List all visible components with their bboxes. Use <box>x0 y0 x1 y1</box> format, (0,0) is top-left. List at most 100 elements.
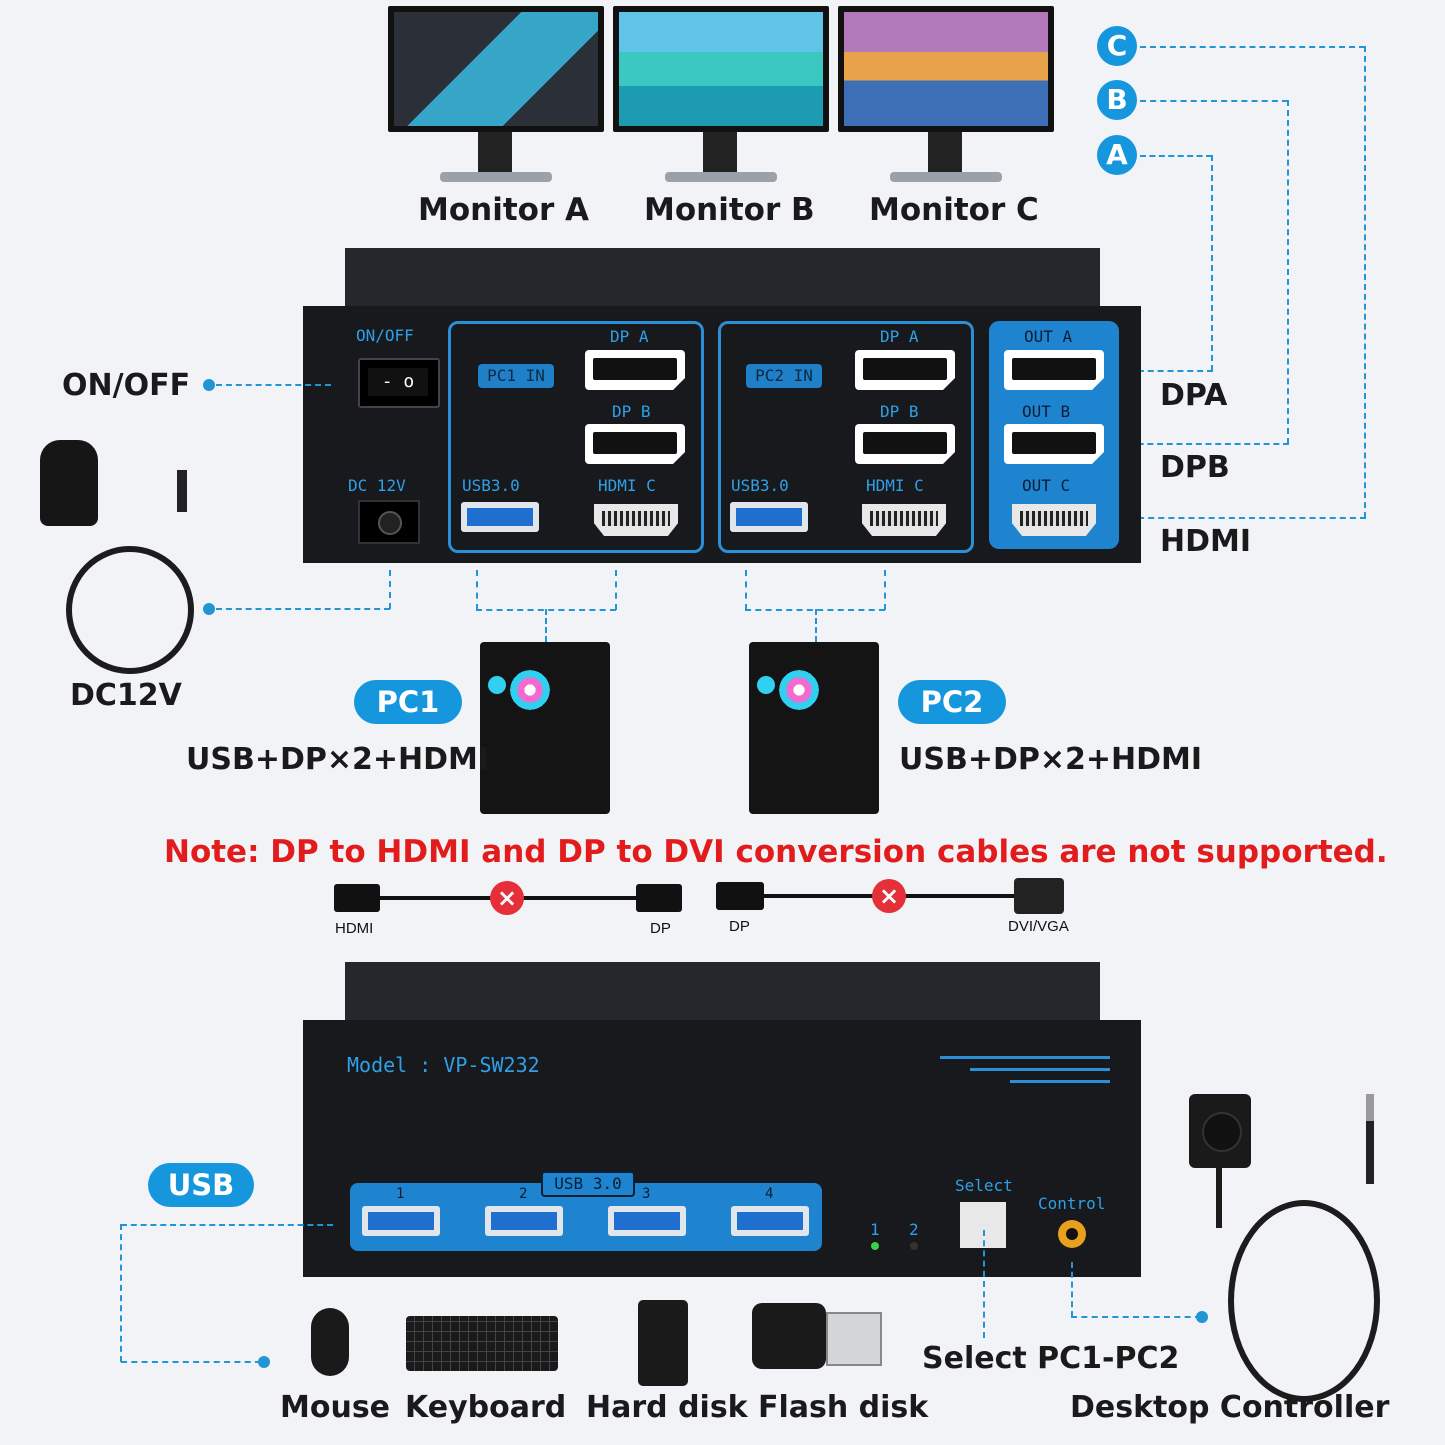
note-text: Note: DP to HDMI and DP to DVI conversio… <box>164 834 1388 870</box>
led-2-label: 2 <box>909 1220 919 1239</box>
switch-front-top <box>345 962 1100 1022</box>
pc1-usb-port[interactable] <box>461 502 539 532</box>
select-pc-label: Select PC1-PC2 <box>922 1341 1180 1376</box>
pc1-hdmi-port[interactable] <box>594 504 678 536</box>
line-a-h <box>1140 155 1212 157</box>
pc1-fan-small <box>488 676 506 694</box>
usb-port-2-num: 2 <box>519 1186 528 1202</box>
pc2-fan-small <box>757 676 775 694</box>
pc1-dpb-port[interactable] <box>585 424 685 464</box>
led-1 <box>871 1242 879 1250</box>
monitor-c-neck <box>928 132 962 174</box>
controller-dot <box>1196 1311 1208 1323</box>
adapter-plug <box>177 470 187 512</box>
pc2-line-left <box>745 570 747 610</box>
controller-audio-plug <box>1366 1094 1374 1184</box>
usb-hub-header-text: USB 3.0 <box>554 1174 622 1193</box>
pc1-badge: PC1 <box>354 680 462 724</box>
pc1-dpa-text: DP A <box>610 327 649 346</box>
line-b-v <box>1287 100 1289 444</box>
control-jack-hole <box>1066 1228 1078 1240</box>
onoff-dot <box>203 379 215 391</box>
pc2-dpa-text: DP A <box>880 327 919 346</box>
dc-dot <box>203 603 215 615</box>
output-label-dpa: DPA <box>1160 378 1228 413</box>
select-text: Select <box>955 1176 1013 1195</box>
line-b-h <box>1140 100 1288 102</box>
usb-line-bottom <box>121 1361 261 1363</box>
pc2-dpb-port[interactable] <box>855 424 955 464</box>
usb-port-1[interactable] <box>362 1206 440 1236</box>
out-b-text: OUT B <box>1022 402 1071 421</box>
monitor-a-base <box>440 172 552 182</box>
monitor-a-neck <box>478 132 512 174</box>
pc1-hdmi-text: HDMI C <box>598 476 656 495</box>
cable1-right-label: DP <box>650 920 671 937</box>
out-c-text: OUT C <box>1022 476 1071 495</box>
pc2-hdmi-text: HDMI C <box>866 476 924 495</box>
peripheral-keyboard-label: Keyboard <box>405 1390 567 1425</box>
out-c-port[interactable] <box>1012 504 1096 536</box>
pc1-dpb-text: DP B <box>612 402 651 421</box>
dc-jack[interactable] <box>358 500 420 544</box>
line-a-v <box>1211 155 1213 371</box>
led-2 <box>910 1242 918 1250</box>
badge-c: C <box>1097 26 1137 66</box>
out-a-port[interactable] <box>1004 350 1104 390</box>
pc1-case <box>480 642 610 814</box>
usb-badge: USB <box>148 1163 254 1207</box>
controller-cable-loop <box>1228 1200 1380 1402</box>
out-a-text: OUT A <box>1024 327 1073 346</box>
peripheral-hard-disk-label: Hard disk <box>586 1390 748 1425</box>
pc2-desc: USB+DP×2+HDMI <box>899 742 1203 777</box>
pc1-usb-text: USB3.0 <box>462 476 520 495</box>
usb-line-v <box>120 1224 122 1362</box>
monitor-b-neck <box>703 132 737 174</box>
desktop-controller-label: Desktop Controller <box>1070 1390 1390 1425</box>
power-switch-rocker: - o <box>368 368 428 396</box>
usb-port-4[interactable] <box>731 1206 809 1236</box>
pc1-line-drop <box>545 609 547 651</box>
monitor-a-label: Monitor A <box>418 192 590 228</box>
pc1-in-group <box>448 321 704 553</box>
usb-port-2[interactable] <box>485 1206 563 1236</box>
pc1-dpa-port[interactable] <box>585 350 685 390</box>
dvi-plug-icon <box>1014 878 1064 914</box>
out-b-port[interactable] <box>1004 424 1104 464</box>
monitor-c-base <box>890 172 1002 182</box>
pc1-in-text: PC1 IN <box>487 366 545 385</box>
mouse-icon <box>311 1308 349 1376</box>
switch-rear-top <box>345 248 1100 308</box>
controller-cable-top <box>1216 1168 1222 1228</box>
usb-line-h <box>121 1224 333 1226</box>
pc2-line-drop <box>815 609 817 651</box>
monitor-b-screen <box>613 6 829 132</box>
pc1-line-left <box>476 570 478 610</box>
control-jack[interactable] <box>1058 1220 1086 1248</box>
pc2-usb-port[interactable] <box>730 502 808 532</box>
flash-disk-body <box>752 1303 826 1369</box>
adapter-cable-loop <box>66 546 194 674</box>
deco-line-2 <box>970 1068 1110 1071</box>
line-a-out <box>1128 370 1213 372</box>
line-b-out <box>1128 443 1289 445</box>
pc2-hdmi-port[interactable] <box>862 504 946 536</box>
monitor-c-label: Monitor C <box>869 192 1039 228</box>
pc2-case <box>749 642 879 814</box>
usb-port-3-num: 3 <box>642 1186 651 1202</box>
pc2-dpb-text: DP B <box>880 402 919 421</box>
power-switch[interactable]: - o <box>358 358 440 408</box>
peripheral-mouse-label: Mouse <box>280 1390 391 1425</box>
pc2-in-group <box>718 321 974 553</box>
pc2-dpa-port[interactable] <box>855 350 955 390</box>
pc2-usb-text: USB3.0 <box>731 476 789 495</box>
pc1-in-tag: PC1 IN <box>478 364 554 388</box>
monitor-b-label: Monitor B <box>644 192 815 228</box>
dc12v-label: DC12V <box>70 678 182 713</box>
usb-port-3[interactable] <box>608 1206 686 1236</box>
pc2-line-right <box>884 570 886 610</box>
dp-plug2-icon <box>716 882 764 910</box>
usb-dot <box>258 1356 270 1368</box>
dc-line-v <box>389 570 391 609</box>
output-label-hdmi: HDMI <box>1160 524 1252 559</box>
